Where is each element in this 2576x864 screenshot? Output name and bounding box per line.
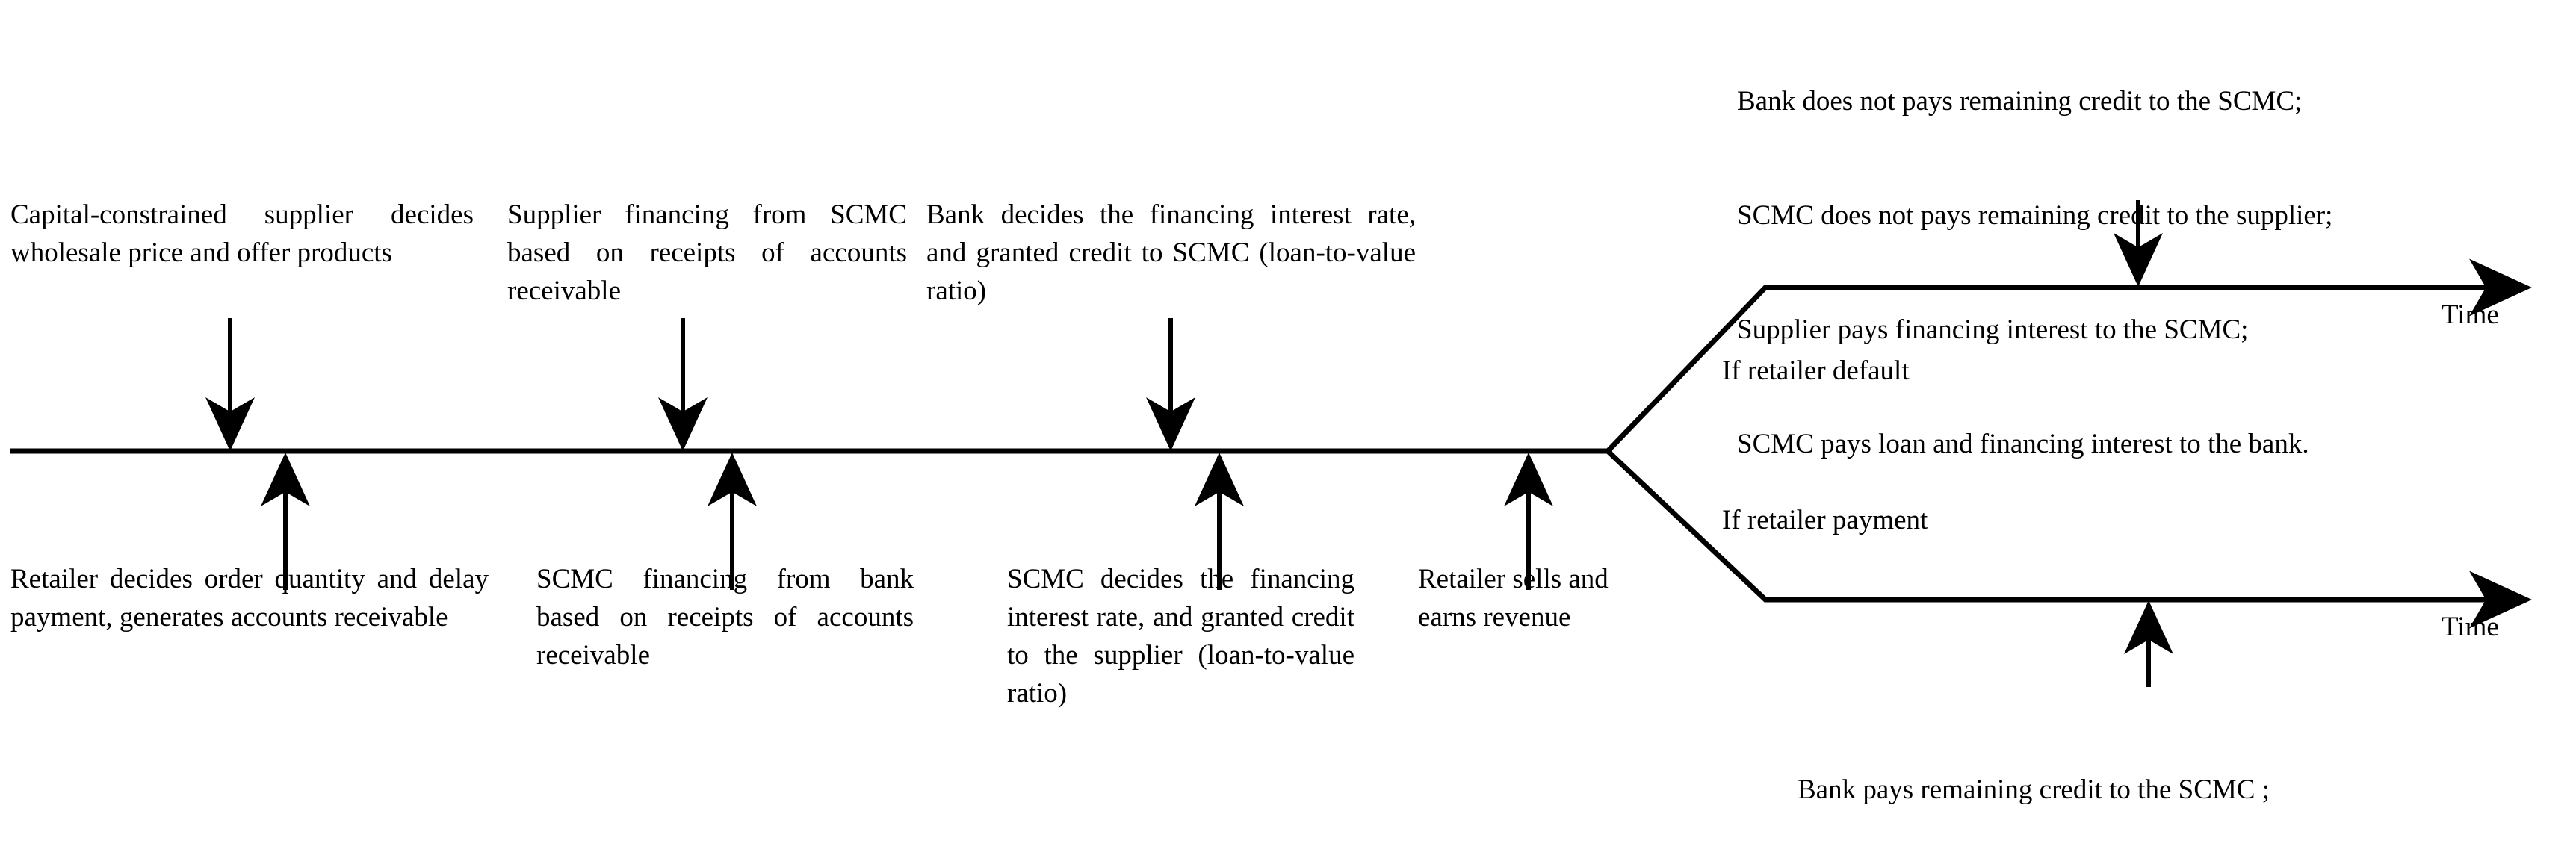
event-label-supplier-financing: Supplier financing from SCMC based on re… <box>507 199 914 306</box>
event-label-scmc-financing: SCMC financing from bank based on receip… <box>536 564 921 671</box>
branch-label-payment: If retailer payment <box>1722 505 1928 535</box>
branch-label-default: If retailer default <box>1722 355 1910 386</box>
event-label-bank-decides: Bank decides the financing interest rate… <box>926 199 1423 306</box>
branch-payment-line <box>1606 450 2532 629</box>
outcome-default-line-3: Supplier pays financing interest to the … <box>1737 314 2249 345</box>
time-axis-label-lower: Time <box>2442 612 2499 642</box>
time-axis-label-upper: Time <box>2442 299 2499 330</box>
outcome-block-payment: Bank pays remaining credit to the SCMC ;… <box>1798 694 2575 864</box>
event-label-scmc-decides: SCMC decides the financing interest rate… <box>1007 564 1362 709</box>
event-label-retailer-order: Retailer decides order quantity and dela… <box>10 564 496 633</box>
outcome-block-default: Bank does not pays remaining credit to t… <box>1737 6 2574 539</box>
outcome-payment-line-1: Bank pays remaining credit to the SCMC ; <box>1798 774 2270 805</box>
outcome-default-line-1: Bank does not pays remaining credit to t… <box>1737 86 2303 116</box>
outcome-default-line-4: SCMC pays loan and financing interest to… <box>1737 429 2309 459</box>
event-label-supplier-price: Capital-constrained supplier decides who… <box>10 199 481 268</box>
branch-default-line <box>1606 258 2532 453</box>
event-label-retailer-sells: Retailer sells and earns revenue <box>1418 564 1616 633</box>
outcome-default-line-2: SCMC does not pays remaining credit to t… <box>1737 200 2333 231</box>
